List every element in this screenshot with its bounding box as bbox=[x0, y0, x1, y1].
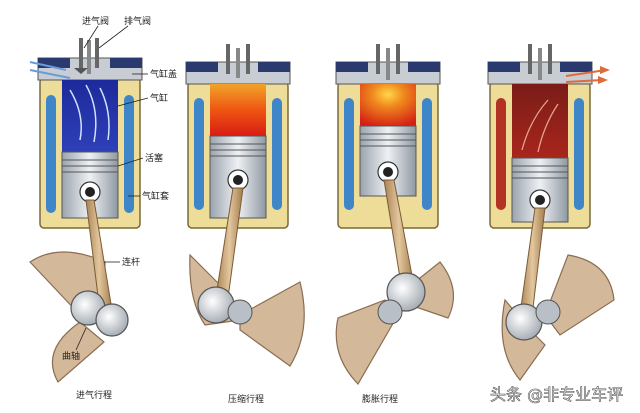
combustion-chamber bbox=[360, 84, 416, 126]
label-intake-valve: 进气阀 bbox=[82, 15, 109, 27]
crank-web bbox=[544, 254, 615, 336]
caption-power-stroke: 膨胀行程 bbox=[362, 393, 398, 405]
label-cylinder-head: 气缸盖 bbox=[150, 68, 177, 80]
caption-intake-stroke: 进气行程 bbox=[76, 389, 112, 401]
label-cylinder-jacket: 气缸套 bbox=[142, 190, 169, 202]
engine-compression bbox=[185, 44, 305, 367]
water-jacket-left bbox=[46, 95, 56, 213]
valves bbox=[528, 44, 552, 80]
water-jacket-left bbox=[344, 98, 354, 210]
water-jacket-right bbox=[574, 98, 584, 210]
water-jacket-right bbox=[422, 98, 432, 210]
crank-bearing bbox=[197, 286, 235, 324]
watermark: 头条 @非专业车评 bbox=[490, 385, 624, 405]
crank-web bbox=[335, 299, 396, 385]
water-jacket-right bbox=[124, 95, 134, 213]
valves bbox=[226, 44, 250, 78]
water-jacket-left bbox=[496, 98, 506, 210]
label-crankshaft: 曲轴 bbox=[62, 350, 80, 362]
engine-power bbox=[335, 44, 455, 385]
valves bbox=[376, 44, 400, 80]
engine-intake bbox=[29, 38, 143, 383]
combustion-chamber bbox=[512, 84, 568, 158]
part-labels: 进气阀 排气阀 气缸盖 气缸 活塞 气缸套 连杆 曲轴 bbox=[62, 15, 177, 362]
engine-exhaust bbox=[487, 44, 615, 381]
combustion-chamber bbox=[210, 84, 266, 136]
stroke-captions: 进气行程 压缩行程 膨胀行程 bbox=[76, 389, 398, 405]
label-cylinder: 气缸 bbox=[150, 92, 168, 104]
label-exhaust-valve: 排气阀 bbox=[124, 15, 151, 27]
label-piston: 活塞 bbox=[145, 152, 163, 164]
label-connecting-rod: 连杆 bbox=[122, 256, 140, 268]
watermark-text: 头条 @非专业车评 bbox=[490, 385, 623, 404]
valves bbox=[74, 38, 99, 74]
water-jacket-right bbox=[272, 98, 282, 210]
caption-compression-stroke: 压缩行程 bbox=[228, 393, 264, 405]
water-jacket-left bbox=[194, 98, 204, 210]
